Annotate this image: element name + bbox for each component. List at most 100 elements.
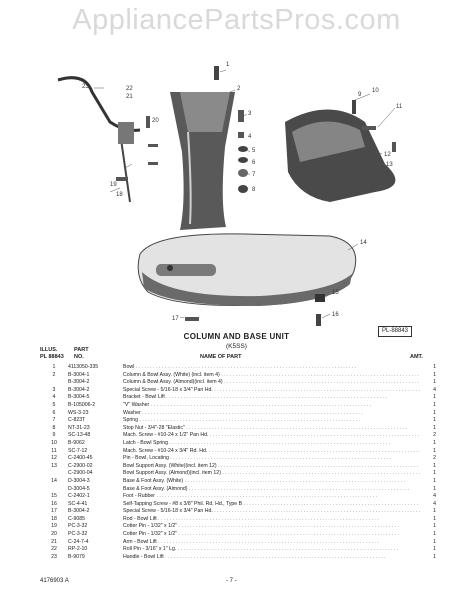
illus-cell: 19 [51,523,57,530]
part-name-cell: Foot - Rubber [123,493,420,501]
part-number-cell: C-2402-1 [68,493,90,500]
part-name-cell: Bracket - Bowl Lift [123,394,420,402]
illus-cell: 12 [51,455,57,462]
part-name-cell: Bowl Support Assy. (White)(incl. item 12… [123,463,420,471]
part-number-cell: B-3004-2 [68,386,90,393]
part-name-cell: Arm - Bowl Lift [123,539,420,547]
table-row: 6WS-3-23Washer1 [44,410,436,418]
amount-cell: 1 [433,379,436,386]
illus-cell: 17 [51,508,57,515]
part-name-cell: Column & Bowl Assy. (White) (incl. item … [123,372,420,380]
callout-11: 11 [396,104,403,110]
illus-cell: 21 [51,538,57,545]
part-number-cell: C-24-7-4 [68,538,89,545]
illus-cell [44,379,64,387]
bowl-lift-arm [118,122,134,144]
amount-cell: 1 [433,515,436,522]
part-name-cell: Self-Tapping Screw - #8 x 3/8" Phil. Rd.… [123,501,420,509]
part-number-cell: C-9085 [68,515,86,522]
part-name-cell: Mach. Screw - #10-24 x 1/2" Pan Hd. [123,432,420,440]
part-name-cell: Base & Foot Assy. (White) [123,478,420,486]
amount-cell: 1 [433,417,436,424]
illus-cell: 5 [52,401,56,408]
illus-cell: 1 [52,364,56,370]
part-name-cell: Mach. Screw - #10-24 x 3/4" Rd. Hd. [123,448,420,456]
illus-cell: 9 [52,432,56,439]
amount-cell: 4 [433,493,436,500]
amount-cell: 1 [433,409,436,416]
name-header: NAME OF PART [200,354,242,360]
illus-cell: 14 [51,477,57,484]
amount-cell: 2 [433,432,436,439]
part-number-cell: C-2900-04 [68,470,93,477]
table-row: 16 SC-4-41 Self-Tapping Screw - #8 x 3/8" … [44,501,436,509]
illus-cell: 13 [51,462,57,469]
callout-5: 5 [252,148,256,154]
callout-1: 1 [226,62,230,68]
section-title: COLUMN AND BASE UNIT [183,332,290,341]
part-name-cell: "V" Washer [123,402,420,410]
part-number-cell: B-9062 [68,439,85,446]
part-name-cell: Cotter Pin - 1/32" x 1/2" [123,523,420,531]
illus-cell: 23 [51,553,57,560]
amount-cell: 1 [433,508,436,515]
part-number-cell: SC-7-12 [68,447,88,454]
part-name-cell: Special Screw - 5/16-18 x 3/4" Pan Hd. [123,508,420,516]
amount-cell: 1 [433,447,436,454]
callout-19: 19 [110,182,117,188]
part-number-cell: SC-4-41 [68,500,88,507]
amount-cell: 1 [433,523,436,530]
amount-cell: 1 [433,462,436,469]
section-subtitle: (K5SS) [226,343,247,350]
amount-cell: 2 [433,455,436,462]
callout-4: 4 [248,134,252,140]
part-name-cell: Roll Pin - 3/16" x 1" Lg. [123,546,420,554]
amount-cell: 1 [433,477,436,484]
callout-18: 18 [116,192,123,198]
part-number-cell: B-105006-2 [68,401,96,408]
illus-cell [44,486,64,494]
callout-10: 10 [372,88,379,94]
part-number-cell: PC-3-32 [68,523,88,530]
part-name-cell: Handle - Bowl Lift [123,554,420,562]
illus-cell: 7 [52,417,56,424]
illus-cell [44,470,64,478]
table-row: 7C-823TSpring1 [44,417,436,425]
amount-cell: 1 [433,485,436,492]
illus-cell: 16 [51,500,57,507]
illus-cell: 22 [51,546,57,553]
amount-cell: 1 [433,371,436,378]
callout-14: 14 [360,240,367,246]
parts-diagram: 1 2 3 4 5 6 7 8 9 10 11 12 13 14 15 16 1… [57,62,403,326]
callout-22: 22 [126,86,133,92]
amount-cell: 1 [433,538,436,545]
figure-id: PL-88843 [378,326,413,337]
illus-cell: 2 [52,371,56,378]
callout-23: 23 [82,84,89,90]
part-header: PART NO. [74,347,89,360]
callout-6: 6 [252,160,256,166]
part-number-cell: D-3004-5 [68,485,90,492]
callout-8: 8 [252,187,256,193]
part-number-cell: B-3004-5 [68,394,90,401]
part-number-cell: NT-31-23 [68,424,90,431]
amount-cell: 1 [433,470,436,477]
amount-cell: 4 [433,386,436,393]
illus-cell: 8 [52,424,56,431]
page-number: - 7 - [226,578,237,584]
